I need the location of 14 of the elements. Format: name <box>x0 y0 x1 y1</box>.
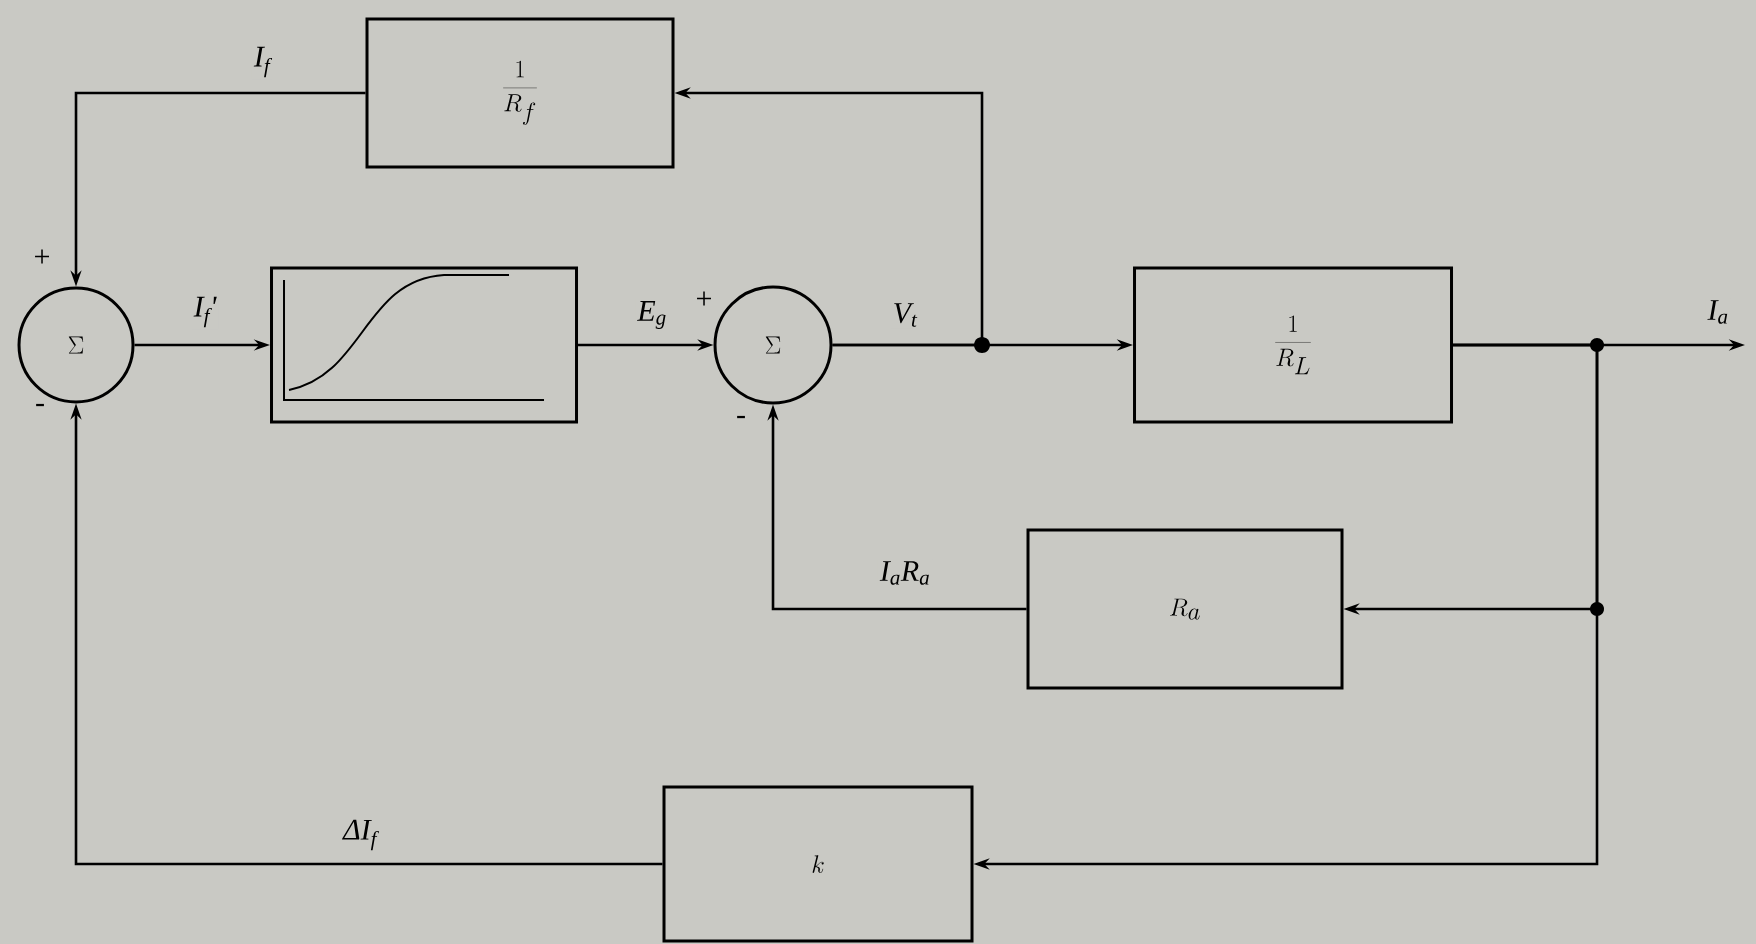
block-box: $R_a$ <box>1026 528 1344 690</box>
edge-label: I$_{a}$R$_{a}$ <box>877 559 933 587</box>
sign-label: + <box>35 249 49 264</box>
edge-label: E$_{g}$ <box>635 299 669 331</box>
edge-label: ΔI$_{f}$ <box>341 817 379 853</box>
curve-block <box>270 266 578 424</box>
block-box: $k$ <box>662 785 974 943</box>
edge-label: I$_{a}$ <box>1705 298 1731 326</box>
block-box: $\frac{1}{R_f}$ <box>365 17 675 169</box>
summing-junction: $\Sigma$ <box>17 286 135 404</box>
edge-label: V$_{t}$ <box>890 301 920 329</box>
block-box: $\frac{1}{R_L}$ <box>1133 266 1453 424</box>
sign-label: - <box>737 415 745 419</box>
summing-junction: $\Sigma$ <box>713 285 833 405</box>
